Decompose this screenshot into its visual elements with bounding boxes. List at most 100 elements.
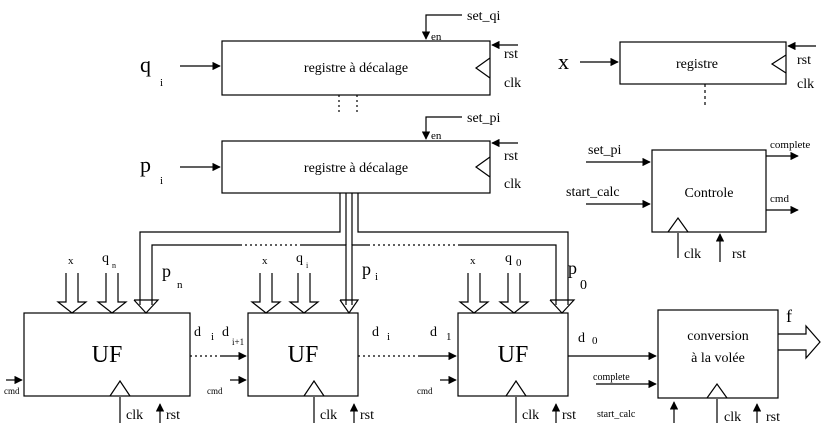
conversion-box [657, 309, 779, 399]
clock-triangle-icon [505, 379, 527, 397]
input-p-sub: i [160, 175, 163, 187]
uf-2-label: UF [288, 342, 319, 368]
ctrl-rst-label: rst [732, 247, 746, 262]
uf-1-clk-label: clk [126, 408, 143, 423]
uf-1-dout-sub: i [211, 331, 214, 343]
input-x-label: x [558, 49, 569, 74]
uf-2-q-sub: i [306, 261, 309, 270]
bus-p-right [357, 193, 569, 305]
uf-3-cmd-label: cmd [417, 386, 433, 396]
uf-2-din-sub: i+1 [232, 337, 244, 347]
hollow-arrow-uf3-x [458, 273, 490, 314]
hollow-arrow-uf2-q [288, 273, 320, 314]
input-q-label: q [140, 52, 151, 77]
uf-3-x-label: x [470, 255, 476, 267]
hollow-arrow-uf1-x [56, 273, 88, 314]
rst-p-label: rst [504, 149, 518, 164]
uf-1-label: UF [92, 342, 123, 368]
uf-3-clk-label: clk [522, 408, 539, 423]
clock-triangle-icon [109, 379, 131, 397]
bus-to-uf2 [300, 244, 347, 305]
clk-x-label: clk [797, 77, 814, 92]
hollow-arrow-uf3-q [498, 273, 530, 314]
shift-register-p-label: registre à décalage [304, 161, 408, 176]
uf-3-rst-label: rst [562, 408, 576, 423]
shift-register-p-box [221, 140, 491, 194]
bus-to-uf2b [351, 244, 368, 305]
ctrl-set-pi-label: set_pi [588, 143, 622, 158]
uf-2-p-sub: i [375, 271, 378, 283]
set-qi-label: set_qi [467, 9, 501, 24]
uf-3-q-label: q [505, 251, 512, 266]
ctrl-cmd-label: cmd [770, 193, 789, 205]
uf-1-dout-label: d [194, 325, 201, 340]
hollow-arrow-uf1-q [96, 273, 128, 314]
clock-triangle-icon [474, 57, 491, 79]
ctrl-clk-label: clk [684, 247, 701, 262]
register-x-label: registre [676, 57, 718, 72]
uf-2-q-label: q [296, 251, 303, 266]
uf-2-box [247, 312, 359, 397]
controle-box [651, 149, 767, 233]
uf-1-p-label: p [162, 261, 171, 281]
en-p-label: en [431, 130, 442, 142]
en-q-label: en [431, 31, 442, 43]
clk-q-label: clk [504, 76, 521, 91]
uf-3-p-label: p [568, 258, 577, 278]
uf-1-x-label: x [68, 255, 74, 267]
input-q-sub: i [160, 77, 163, 89]
arrowhead-uf1-p [133, 299, 160, 314]
arrowhead-uf2-p [339, 299, 360, 315]
conv-complete-label: complete [593, 372, 630, 383]
shift-register-q-label: registre à décalage [304, 61, 408, 76]
register-x-box [619, 41, 787, 85]
uf-3-box [457, 312, 569, 397]
ctrl-start-calc-label: start_calc [566, 185, 620, 200]
arrow-set-qi [421, 14, 462, 40]
uf-2-p-label: p [362, 259, 371, 279]
output-f-label: f [786, 306, 792, 326]
clock-triangle-icon [706, 382, 728, 399]
uf-2-x-label: x [262, 255, 268, 267]
uf-1-q-sub: n [112, 261, 116, 270]
bus-to-uf1 [151, 244, 240, 305]
uf-3-dout-sub: 0 [592, 335, 598, 347]
uf-3-q-sub: 0 [516, 257, 522, 269]
set-pi-label: set_pi [467, 111, 501, 126]
conv-clk-label: clk [724, 410, 741, 423]
bus-p-left [139, 193, 341, 305]
hollow-arrow-f-out [778, 324, 821, 360]
conversion-label-2: à la volée [691, 351, 745, 366]
clock-triangle-icon [474, 156, 491, 178]
conv-start-calc-label: start_calc [597, 409, 636, 420]
input-p-label: p [140, 152, 151, 177]
uf-1-box [23, 312, 191, 397]
shift-register-q-box [221, 40, 491, 96]
uf-3-din-sub: 1 [446, 331, 452, 343]
uf-1-rst-label: rst [166, 408, 180, 423]
controle-label: Controle [685, 186, 734, 201]
uf-1-q-label: q [102, 251, 109, 266]
uf-2-rst-label: rst [360, 408, 374, 423]
rst-x-label: rst [797, 53, 811, 68]
bus-to-uf3 [460, 244, 557, 305]
uf-3-label: UF [498, 342, 529, 368]
clock-triangle-icon [667, 216, 689, 233]
uf-3-dout-label: d [578, 331, 585, 346]
uf-2-dout-label: d [372, 325, 379, 340]
uf-1-cmd-label: cmd [4, 386, 20, 396]
uf-2-dout-sub: i [387, 331, 390, 343]
rst-q-label: rst [504, 47, 518, 62]
hollow-arrow-uf2-x [250, 273, 282, 314]
arrowhead-uf3-p [549, 299, 576, 314]
clk-p-label: clk [504, 177, 521, 192]
uf-2-clk-label: clk [320, 408, 337, 423]
conv-rst-label: rst [766, 410, 780, 423]
clock-triangle-icon [303, 379, 325, 397]
ctrl-complete-label: complete [770, 139, 810, 151]
uf-2-cmd-label: cmd [207, 386, 223, 396]
uf-1-p-sub: n [177, 279, 183, 291]
uf-2-din-label: d [222, 325, 229, 340]
